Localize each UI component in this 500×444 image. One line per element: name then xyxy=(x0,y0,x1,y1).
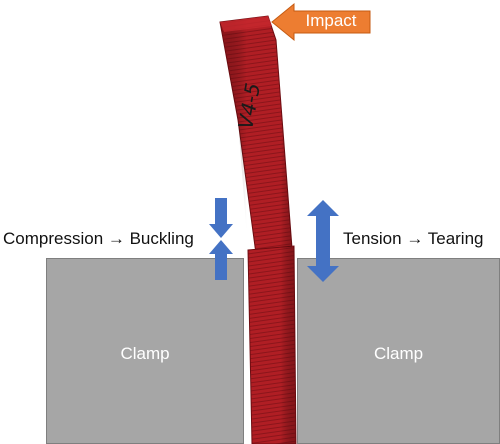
clamp-right: Clamp xyxy=(297,258,500,444)
double-headed-vertical-arrow-icon xyxy=(307,200,339,282)
clamp-right-label: Clamp xyxy=(373,344,424,363)
impact-label: Impact xyxy=(305,11,357,30)
double-arrow-converging-icon xyxy=(209,198,233,280)
clamp-left: Clamp xyxy=(46,258,244,444)
clamp-left-label: Clamp xyxy=(120,344,170,363)
compression-caption: Compression → Buckling xyxy=(3,229,194,248)
tension-caption: Tension → Tearing xyxy=(343,229,484,248)
arrow-left-icon xyxy=(271,2,371,42)
